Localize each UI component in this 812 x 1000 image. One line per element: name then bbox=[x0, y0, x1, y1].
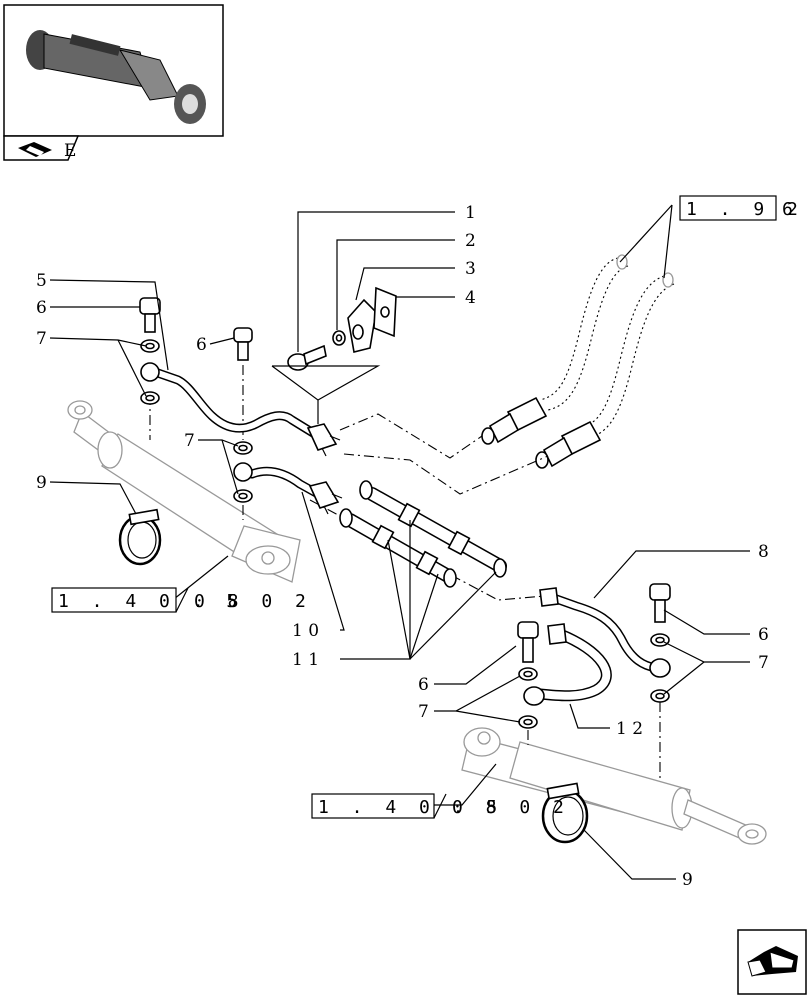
callout-5: 5 bbox=[36, 271, 47, 291]
washers-7-left bbox=[140, 339, 160, 405]
callout-6b: 6 bbox=[196, 335, 207, 355]
steering-cylinder-right bbox=[461, 727, 767, 845]
callout-6d: 6 bbox=[418, 675, 429, 695]
reference-tail-text: 6 3 bbox=[782, 199, 812, 220]
callout-4: 4 bbox=[465, 288, 476, 308]
callout-6c: 6 bbox=[758, 625, 769, 645]
callout-12: 1 2 bbox=[616, 719, 643, 739]
callout-2: 2 bbox=[465, 231, 476, 251]
arrow-down-left-icon bbox=[747, 946, 798, 977]
callout-9b: 9 bbox=[682, 870, 693, 890]
callout-7b: 7 bbox=[184, 431, 195, 451]
axle-thumbnail-icon bbox=[26, 30, 206, 124]
rigid-pipe-right bbox=[539, 587, 661, 673]
reference-tail-text: 0 8 0 2 bbox=[194, 591, 312, 612]
supply-hoses-reference bbox=[481, 254, 675, 469]
callout-10: 1 0 bbox=[292, 621, 319, 641]
callout-labels: 1 2 3 4 5 6 7 6 7 9 8 6 7 1 0 1 1 6 7 1 … bbox=[36, 203, 769, 890]
hose-clamp-9-left bbox=[118, 508, 162, 566]
bolt-6-far-right bbox=[649, 583, 671, 623]
washer-2 bbox=[332, 330, 346, 346]
reference-1-92-63[interactable]: 1 . 9 2 . 6 3 bbox=[679, 195, 812, 221]
callout-6a: 6 bbox=[36, 298, 47, 318]
hose-clamp-9-right bbox=[541, 782, 589, 844]
reference-1-40-5-upper[interactable]: 1 . 4 0 . 5 0 8 0 2 bbox=[51, 587, 312, 613]
thumbnail-tab[interactable]: E bbox=[3, 135, 80, 161]
callout-3: 3 bbox=[465, 259, 476, 279]
bolt-6-left bbox=[139, 297, 161, 333]
callout-7d: 7 bbox=[418, 702, 429, 722]
next-page-button[interactable] bbox=[737, 929, 807, 995]
plate-4 bbox=[373, 286, 397, 338]
steering-cylinder-left bbox=[67, 400, 301, 583]
callout-1: 1 bbox=[465, 203, 476, 223]
thumbnail-label: E bbox=[64, 141, 76, 161]
leader-lines bbox=[49, 204, 750, 880]
callout-9a: 9 bbox=[36, 473, 47, 493]
callout-7a: 7 bbox=[36, 329, 47, 349]
assembly-thumbnail[interactable] bbox=[3, 4, 224, 137]
bolt-6-right-lower bbox=[517, 621, 539, 663]
clamp-3 bbox=[347, 298, 377, 353]
rigid-pipe-upper bbox=[150, 367, 341, 457]
bolt-6-mid bbox=[233, 327, 253, 361]
washers-7-mid bbox=[233, 441, 253, 503]
reference-tail-text: 0 8 0 2 bbox=[452, 797, 570, 818]
flexible-hose-lower bbox=[534, 623, 612, 702]
washers-7-far-right bbox=[649, 633, 671, 703]
washers-7-right-lower bbox=[518, 667, 545, 729]
rigid-pipe-lower bbox=[247, 466, 343, 515]
callout-8: 8 bbox=[758, 542, 769, 562]
reference-box-text: 1 . 9 2 . bbox=[686, 199, 812, 220]
callout-7c: 7 bbox=[758, 653, 769, 673]
book-icon bbox=[18, 142, 52, 157]
callout-11: 1 1 bbox=[292, 650, 319, 670]
reference-box-text: 1 . 4 0 . 5 bbox=[318, 797, 503, 818]
reference-1-40-5-lower[interactable]: 1 . 4 0 . 5 0 8 0 2 bbox=[311, 793, 570, 819]
flexible-hoses bbox=[339, 480, 507, 588]
reference-box-text: 1 . 4 0 . 5 bbox=[58, 591, 243, 612]
